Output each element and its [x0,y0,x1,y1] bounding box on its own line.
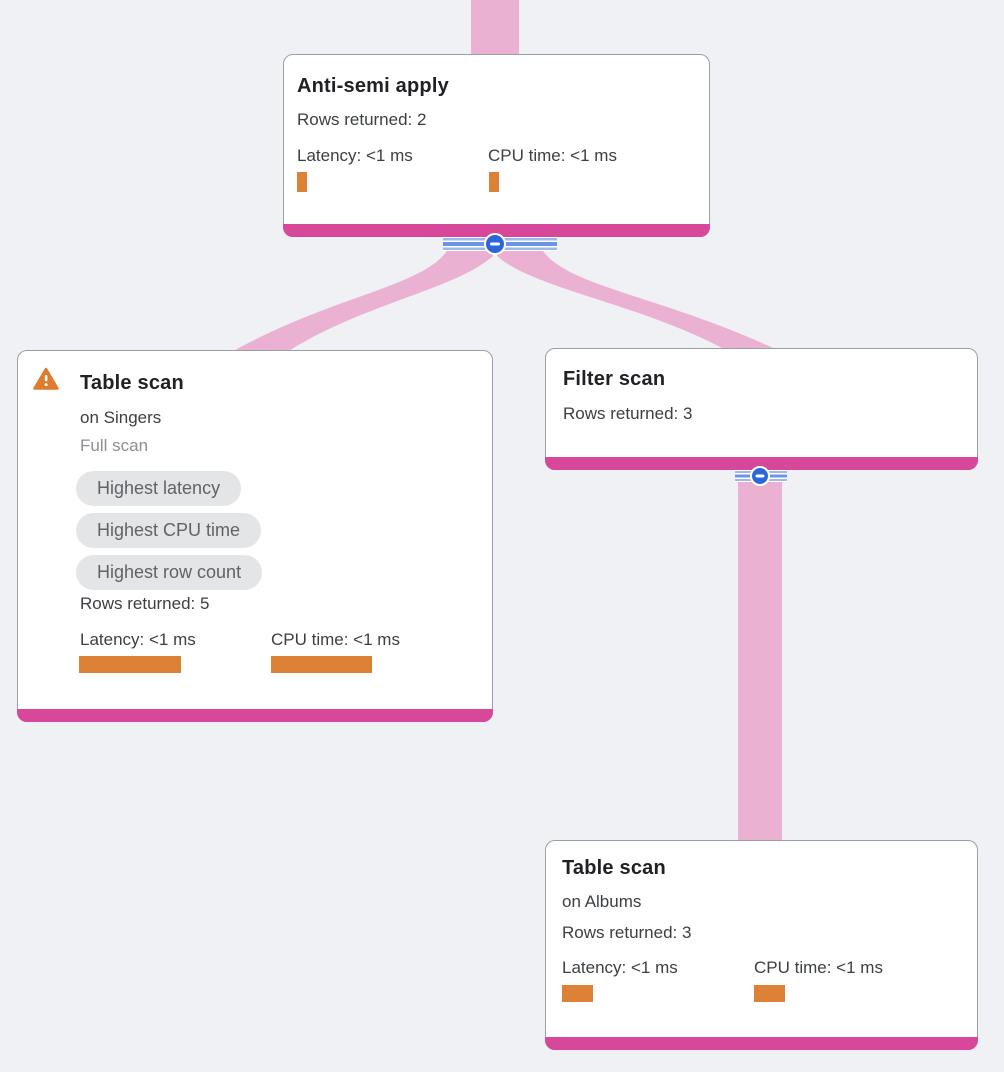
edge-parent-to-anti-semi-apply [471,0,519,58]
chip-highest-latency: Highest latency [76,471,242,506]
minus-circle-icon [755,474,765,478]
node-accent-bar [283,224,710,237]
node-title: Filter scan [563,368,666,390]
node-title: Anti-semi apply [297,75,449,97]
edge-anti-semi-to-filter-scan [497,251,786,354]
chip-highest-row-count: Highest row count [76,555,263,590]
minus-circle-icon [490,242,500,246]
latency-bar [79,656,181,673]
cpu-time-label: CPU time: <1 ms [271,630,400,649]
edge-anti-semi-to-table-scan-singers [228,251,493,354]
scan-type-label: Full scan [80,436,149,455]
cpu-time-label: CPU time: <1 ms [488,146,617,165]
plan-node-filter-scan[interactable]: Filter scan Rows returned: 3 [545,348,978,470]
node-title: Table scan [80,372,184,394]
plan-node-table-scan-singers[interactable]: Table scan on Singers Full scan Highest … [17,350,493,722]
chip-highest-cpu-time: Highest CPU time [76,513,262,548]
plan-node-table-scan-albums[interactable]: Table scan on Albums Rows returned: 3 La… [545,840,978,1050]
latency-bar [297,172,307,192]
rows-returned-label: Rows returned: 3 [562,923,692,942]
plan-node-anti-semi-apply[interactable]: Anti-semi apply Rows returned: 2 Latency… [283,54,710,237]
cpu-time-label: CPU time: <1 ms [754,958,883,977]
warning-triangle-icon [33,367,59,390]
latency-label: Latency: <1 ms [562,958,678,977]
node-title: Table scan [562,857,666,879]
latency-label: Latency: <1 ms [297,146,413,165]
node-subtitle: on Singers [80,408,162,427]
node-subtitle: on Albums [562,892,642,911]
rows-returned-label: Rows returned: 5 [80,594,210,613]
collapse-button-filter-scan[interactable] [750,466,770,486]
cpu-time-bar [271,656,372,673]
rows-returned-label: Rows returned: 2 [297,110,427,129]
latency-bar [562,985,593,1002]
node-accent-bar [545,457,978,470]
cpu-time-bar [489,172,499,192]
node-accent-bar [545,1037,978,1050]
collapse-button-anti-semi-apply[interactable] [484,233,506,255]
rows-returned-label: Rows returned: 3 [563,404,693,423]
edge-filter-scan-to-table-scan-albums [738,470,782,845]
latency-label: Latency: <1 ms [80,630,196,649]
cpu-time-bar [754,985,785,1002]
node-accent-bar [17,709,493,722]
